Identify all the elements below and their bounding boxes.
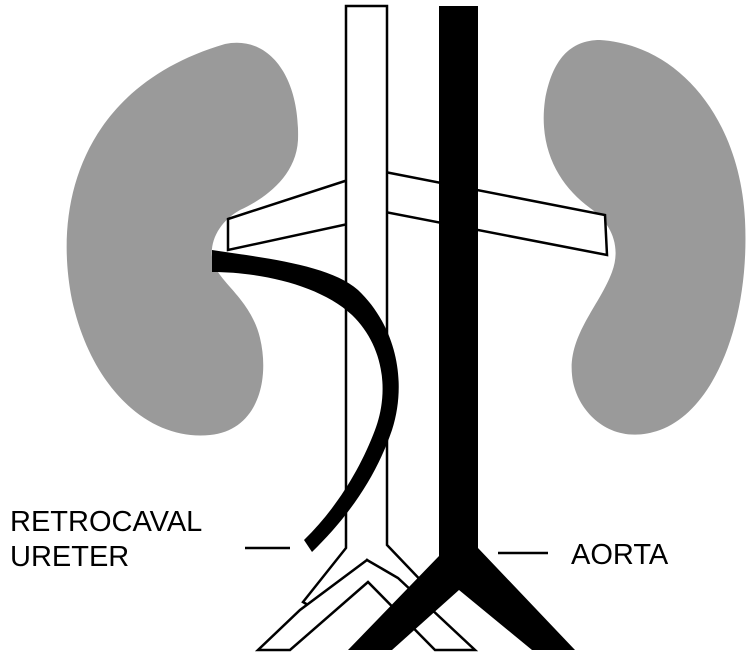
ureter-label-line2: URETER — [10, 541, 129, 573]
ureter-label-line1: RETROCAVAL — [10, 506, 202, 538]
aorta-label: AORTA — [571, 539, 669, 571]
